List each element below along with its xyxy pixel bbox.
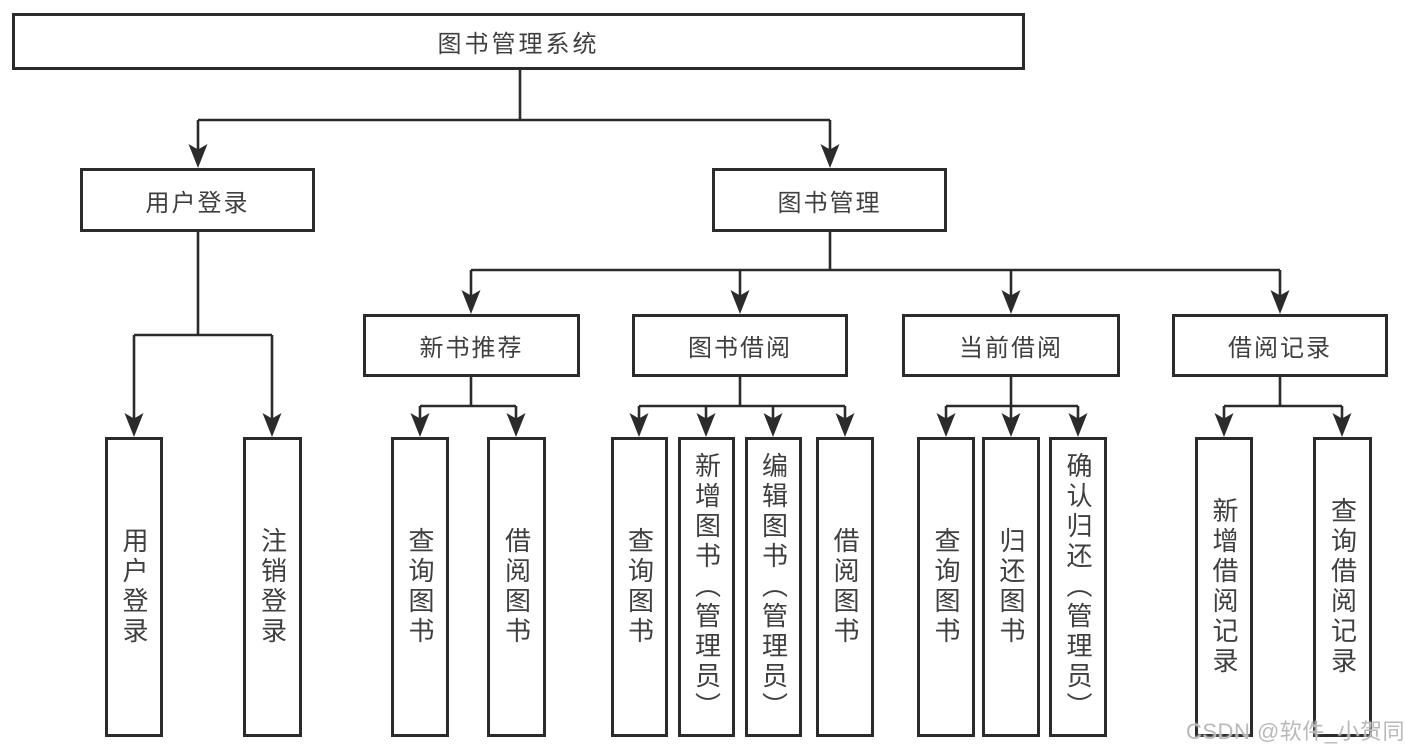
leaf-confirm-return-admin-label: 确认归还（管理员） (1063, 452, 1093, 722)
node-new-book-recommend-label: 新书推荐 (419, 335, 524, 362)
connector-lines (132, 70, 1344, 419)
leaf-query-borrow-record-label: 查询借阅记录 (1327, 497, 1358, 677)
leaf-logout-label: 注销登录 (257, 527, 288, 647)
node-user-login-label: 用户登录 (145, 189, 250, 217)
node-borrow-record-label: 借阅记录 (1228, 335, 1332, 362)
node-new-book-recommend: 新书推荐 (363, 314, 580, 377)
watermark: CSDN @软件_小贺同学 (1186, 719, 1405, 744)
leaf-add-book-admin-label: 新增图书（管理员） (691, 452, 722, 722)
leaf-user-login-label: 用户登录 (119, 527, 149, 647)
leaf-user-login: 用户登录 (105, 437, 163, 737)
leaf-current-query-book-label: 查询图书 (931, 527, 961, 647)
leaf-add-borrow-record-label: 新增借阅记录 (1209, 497, 1239, 677)
leaf-borrow-query-book: 查询图书 (611, 437, 668, 737)
leaf-edit-book-admin-label: 编辑图书（管理员） (758, 452, 789, 722)
node-book-borrow: 图书借阅 (632, 314, 848, 377)
leaf-recommend-query-book-label: 查询图书 (405, 527, 435, 647)
leaf-edit-book-admin: 编辑图书（管理员） (745, 437, 802, 737)
leaf-query-borrow-record: 查询借阅记录 (1313, 437, 1372, 737)
leaf-add-borrow-record: 新增借阅记录 (1195, 437, 1253, 737)
leaf-return-book: 归还图书 (982, 437, 1040, 737)
arrowhead-icons (124, 144, 1352, 437)
node-root: 图书管理系统 (12, 13, 1025, 70)
node-book-management: 图书管理 (712, 168, 947, 232)
node-root-label: 图书管理系统 (437, 31, 600, 58)
leaf-current-query-book: 查询图书 (917, 437, 975, 737)
leaf-borrow-book-label: 借阅图书 (830, 527, 860, 647)
node-current-borrow: 当前借阅 (902, 314, 1120, 377)
node-book-borrow-label: 图书借阅 (688, 335, 792, 362)
node-current-borrow-label: 当前借阅 (959, 335, 1063, 362)
leaf-confirm-return-admin: 确认归还（管理员） (1049, 437, 1107, 737)
leaf-logout: 注销登录 (243, 437, 302, 737)
node-book-management-label: 图书管理 (777, 189, 882, 217)
leaf-add-book-admin: 新增图书（管理员） (678, 437, 735, 737)
leaf-borrow-query-book-label: 查询图书 (624, 527, 655, 647)
leaf-recommend-borrow-book: 借阅图书 (487, 437, 546, 737)
node-borrow-record: 借阅记录 (1172, 314, 1388, 377)
node-user-login: 用户登录 (80, 168, 315, 232)
leaf-return-book-label: 归还图书 (996, 527, 1026, 647)
leaf-borrow-book: 借阅图书 (816, 437, 874, 737)
leaf-recommend-query-book: 查询图书 (391, 437, 449, 737)
leaf-recommend-borrow-book-label: 借阅图书 (501, 527, 532, 647)
